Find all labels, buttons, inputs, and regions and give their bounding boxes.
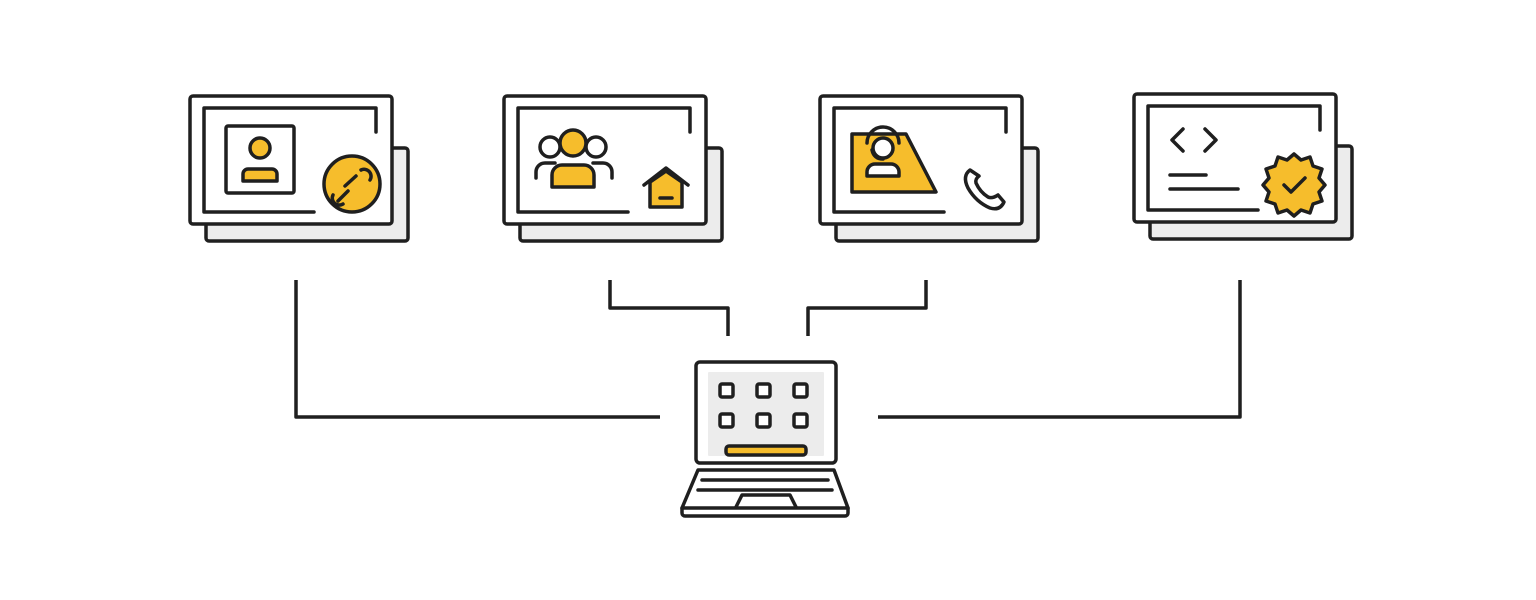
user-profile-icon (224, 124, 296, 195)
connectors (294, 280, 1242, 419)
laptop-progress-bar (724, 444, 808, 457)
connector-card-4 (878, 280, 1242, 419)
verified-badge-icon (1261, 152, 1327, 218)
team-home-card (502, 94, 724, 243)
connector-card-2 (608, 280, 730, 336)
connector-card-1 (294, 280, 660, 419)
wrench-icon (322, 154, 382, 214)
laptop (680, 360, 850, 518)
code-verified-card (1132, 92, 1354, 241)
text-lines (1168, 173, 1240, 191)
app-grid (718, 382, 809, 429)
team-icon (534, 128, 614, 189)
code-brackets-icon (1170, 127, 1218, 153)
phone-icon (963, 168, 1006, 211)
profile-settings-card (188, 94, 410, 243)
trackpad (734, 493, 798, 509)
support-agent-icon (850, 125, 938, 194)
support-contact-card (818, 94, 1040, 243)
connector-card-3 (806, 280, 928, 336)
home-icon (642, 166, 690, 209)
